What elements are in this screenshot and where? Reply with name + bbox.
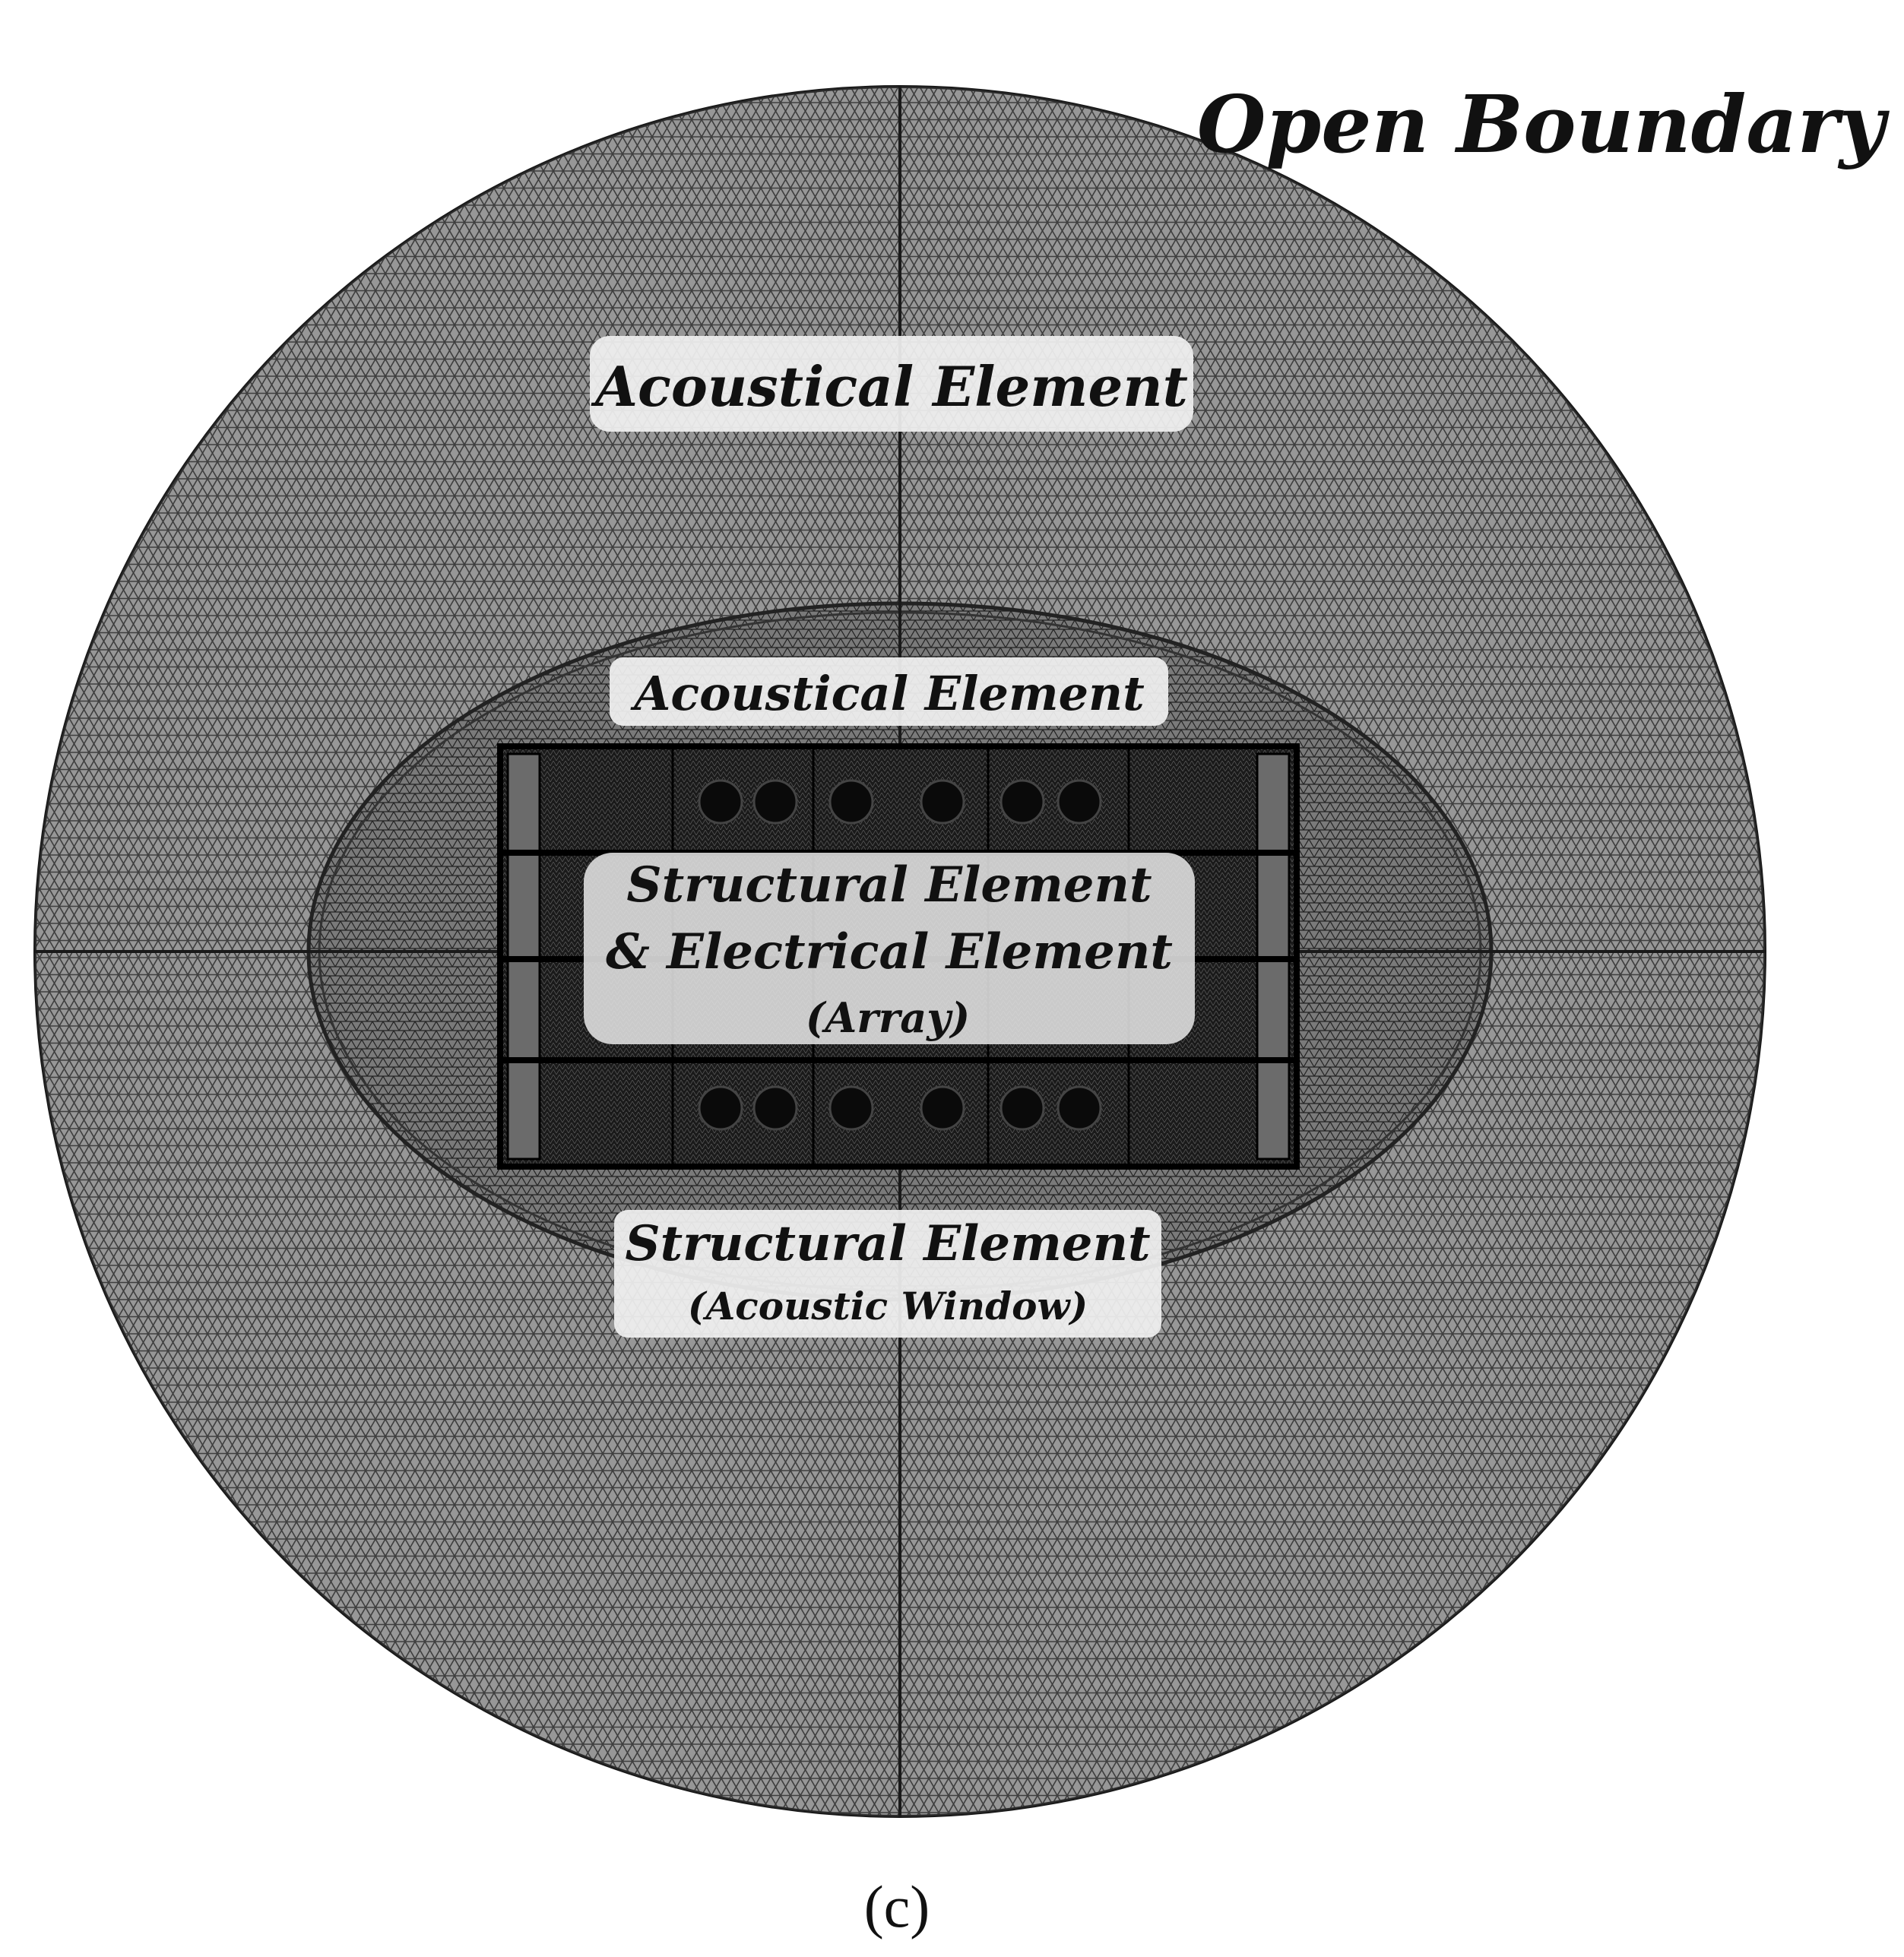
figure-caption: (c) bbox=[864, 1873, 930, 1940]
open-boundary-title: Open Boundary bbox=[1197, 78, 1890, 171]
array-line2-text: & Electrical Element bbox=[606, 923, 1173, 980]
transducer-row-bottom bbox=[698, 1085, 1102, 1131]
transducer-row-top bbox=[698, 779, 1102, 825]
outer-acoustical-text: Acoustical Element bbox=[591, 354, 1188, 419]
outer-acoustical-label: Acoustical Element bbox=[590, 336, 1193, 432]
window-line2-text: (Acoustic Window) bbox=[688, 1284, 1088, 1328]
inner-acoustical-text: Acoustical Element bbox=[630, 666, 1145, 721]
array-line1-text: Structural Element bbox=[626, 857, 1152, 914]
array-line3-text: (Array) bbox=[806, 993, 970, 1042]
window-line1-text: Structural Element bbox=[625, 1215, 1150, 1272]
inner-acoustical-label: Acoustical Element bbox=[610, 657, 1168, 726]
window-label: Structural Element (Acoustic Window) bbox=[614, 1210, 1161, 1338]
array-label: Structural Element & Electrical Element … bbox=[584, 853, 1195, 1044]
